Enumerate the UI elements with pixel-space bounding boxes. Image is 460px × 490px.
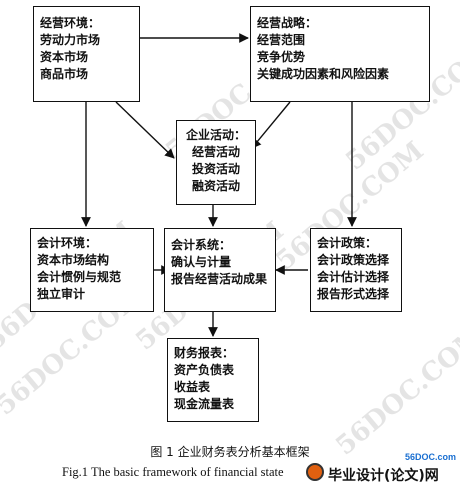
box-line: 报告经营活动成果 <box>171 272 268 286</box>
box-line: 竞争优势 <box>257 50 306 64</box>
box-line: 资本市场 <box>40 50 89 64</box>
box-title: 会计系统： <box>171 238 232 252</box>
box-line: 资本市场结构 <box>37 253 110 267</box>
box-line: 现金流量表 <box>174 397 235 411</box>
box-line: 会计估计选择 <box>317 270 390 284</box>
box-line: 资产负债表 <box>174 363 235 377</box>
site-logo: 56DOC.com 毕业设计(论文)网 <box>306 452 456 487</box>
box-line: 经营活动 <box>191 145 240 159</box>
box-line: 确认与计量 <box>171 255 232 269</box>
box-line: 商品市场 <box>40 67 89 81</box>
box-title: 企业活动： <box>185 128 246 142</box>
figure-caption-english: Fig.1 The basic framework of financial s… <box>62 465 284 479</box>
figure-caption-chinese: 图 1 企业财务表分析基本框架 <box>150 445 310 459</box>
box-title: 会计政策： <box>317 236 378 250</box>
box-line: 关键成功因素和风险因素 <box>257 67 390 81</box>
box-line: 报告形式选择 <box>317 287 390 301</box>
box-accounting-policy: 会计政策： 会计政策选择 会计估计选择 报告形式选择 <box>310 228 402 312</box>
box-line: 会计政策选择 <box>317 253 390 267</box>
box-title: 财务报表： <box>174 346 235 360</box>
box-line: 经营范围 <box>257 33 306 47</box>
arrow-strategy-to-activities <box>251 101 291 149</box>
box-line: 投资活动 <box>191 162 240 176</box>
logo-url: 56DOC.com <box>404 452 456 462</box>
box-line: 独立审计 <box>37 287 86 301</box>
box-accounting-environment: 会计环境： 资本市场结构 会计惯例与规范 独立审计 <box>30 228 154 312</box>
box-title: 经营战略： <box>257 16 318 30</box>
box-business-strategy: 经营战略： 经营范围 竞争优势 关键成功因素和风险因素 <box>250 6 430 102</box>
box-accounting-system: 会计系统： 确认与计量 报告经营活动成果 <box>164 228 276 312</box>
box-title: 会计环境： <box>37 236 98 250</box>
box-title: 经营环境： <box>40 16 101 30</box>
box-line: 劳动力市场 <box>40 33 101 47</box>
logo-mark-icon <box>306 463 324 481</box>
arrow-environment-to-activities <box>115 101 175 159</box>
box-business-activities: 企业活动： 经营活动 投资活动 融资活动 <box>176 120 256 205</box>
logo-text: 毕业设计(论文)网 <box>328 468 439 484</box>
box-financial-statements: 财务报表： 资产负债表 收益表 现金流量表 <box>167 338 259 422</box>
box-line: 会计惯例与规范 <box>37 270 122 284</box>
box-line: 收益表 <box>174 380 211 394</box>
box-line: 融资活动 <box>191 179 240 193</box>
box-business-environment: 经营环境： 劳动力市场 资本市场 商品市场 <box>33 6 140 102</box>
